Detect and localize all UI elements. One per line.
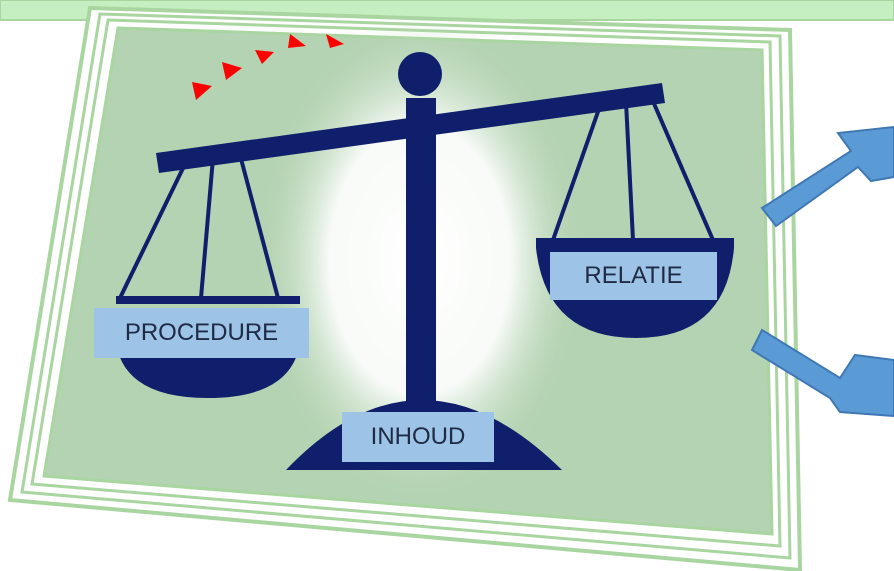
- frame-inner-2: [20, 12, 792, 560]
- scale-pillar: [406, 98, 436, 416]
- left-pan-rim: [116, 296, 300, 304]
- triangle-icon: [222, 62, 242, 80]
- triangle-icon: [326, 34, 344, 48]
- scale-knob: [398, 52, 442, 96]
- right-pan-rim: [536, 238, 734, 248]
- triangle-icon-arc: [192, 34, 344, 100]
- right-pan-strings: [551, 98, 715, 241]
- left-pan-strings: [118, 154, 280, 299]
- arrow-icons: [750, 125, 894, 418]
- triangle-icon: [255, 50, 274, 64]
- triangle-icon: [192, 82, 212, 100]
- base-label: INHOUD: [342, 412, 494, 462]
- left-pan-bowl: [118, 352, 298, 398]
- right-pan-label: RELATIE: [550, 252, 717, 300]
- arrow-icon: [750, 328, 894, 418]
- arrow-icon: [760, 125, 894, 228]
- left-pan-label: PROCEDURE: [94, 308, 309, 358]
- triangle-icon: [288, 34, 306, 48]
- frame-inner-3: [30, 18, 782, 548]
